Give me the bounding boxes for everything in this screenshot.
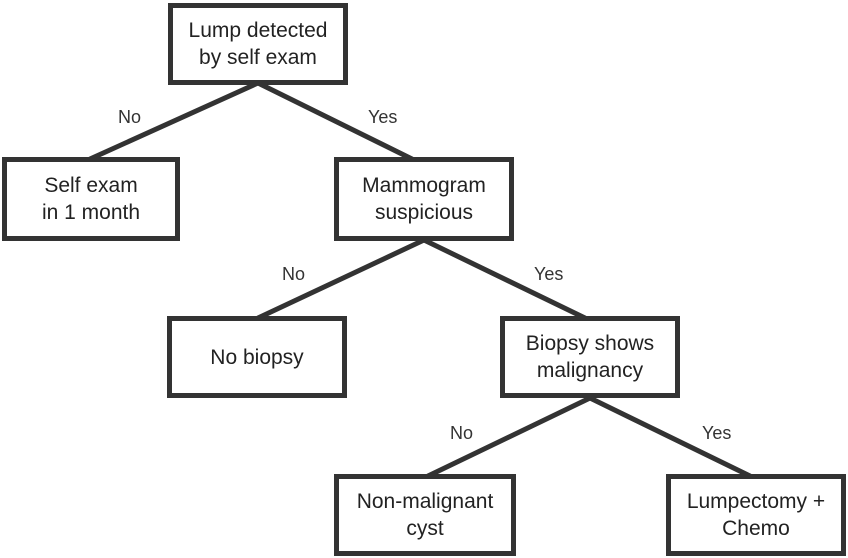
node-lumpectomy: Lumpectomy + Chemo	[666, 474, 846, 556]
edge-label-lump-yes: Yes	[368, 107, 398, 127]
node-lumpectomy-line1: Lumpectomy +	[686, 490, 826, 513]
node-lump-detected-line1: Lump detected	[188, 19, 328, 42]
node-self-exam-line1: Self exam	[44, 174, 138, 197]
edge-biopsy-to-non-malignant	[425, 395, 593, 479]
edge-mammogram-to-biopsy	[421, 237, 588, 321]
node-lumpectomy-line2: Chemo	[722, 517, 790, 540]
node-lump-detected-line2: by self exam	[199, 46, 317, 69]
node-biopsy-line2: malignancy	[536, 359, 644, 382]
edge-biopsy-to-lumpectomy	[587, 395, 753, 479]
edge-lump-to-self-exam	[87, 80, 261, 162]
edge-label-mammogram-no: No	[282, 264, 306, 284]
node-lump-detected: Lump detected by self exam	[168, 3, 348, 85]
node-no-biopsy: No biopsy	[167, 316, 347, 398]
edge-label-biopsy-no: No	[450, 423, 474, 443]
node-self-exam: Self exam in 1 month	[2, 157, 180, 241]
edge-label-biopsy-yes: Yes	[702, 423, 732, 443]
node-mammogram: Mammogram suspicious	[334, 157, 514, 241]
node-non-malignant: Non-malignant cyst	[334, 474, 516, 556]
edge-mammogram-to-no-biopsy	[255, 237, 427, 321]
node-mammogram-line1: Mammogram	[362, 174, 486, 197]
edge-label-lump-no: No	[118, 107, 142, 127]
node-no-biopsy-line1: No biopsy	[210, 345, 304, 369]
node-mammogram-line2: suspicious	[374, 201, 474, 224]
node-non-malignant-line2: cyst	[406, 517, 444, 540]
node-non-malignant-line1: Non-malignant	[356, 490, 494, 513]
node-self-exam-line2: in 1 month	[41, 201, 141, 224]
edge-label-mammogram-yes: Yes	[534, 264, 564, 284]
node-biopsy: Biopsy shows malignancy	[500, 316, 680, 398]
edge-lump-to-mammogram	[255, 80, 415, 162]
node-biopsy-line1: Biopsy shows	[525, 332, 655, 355]
